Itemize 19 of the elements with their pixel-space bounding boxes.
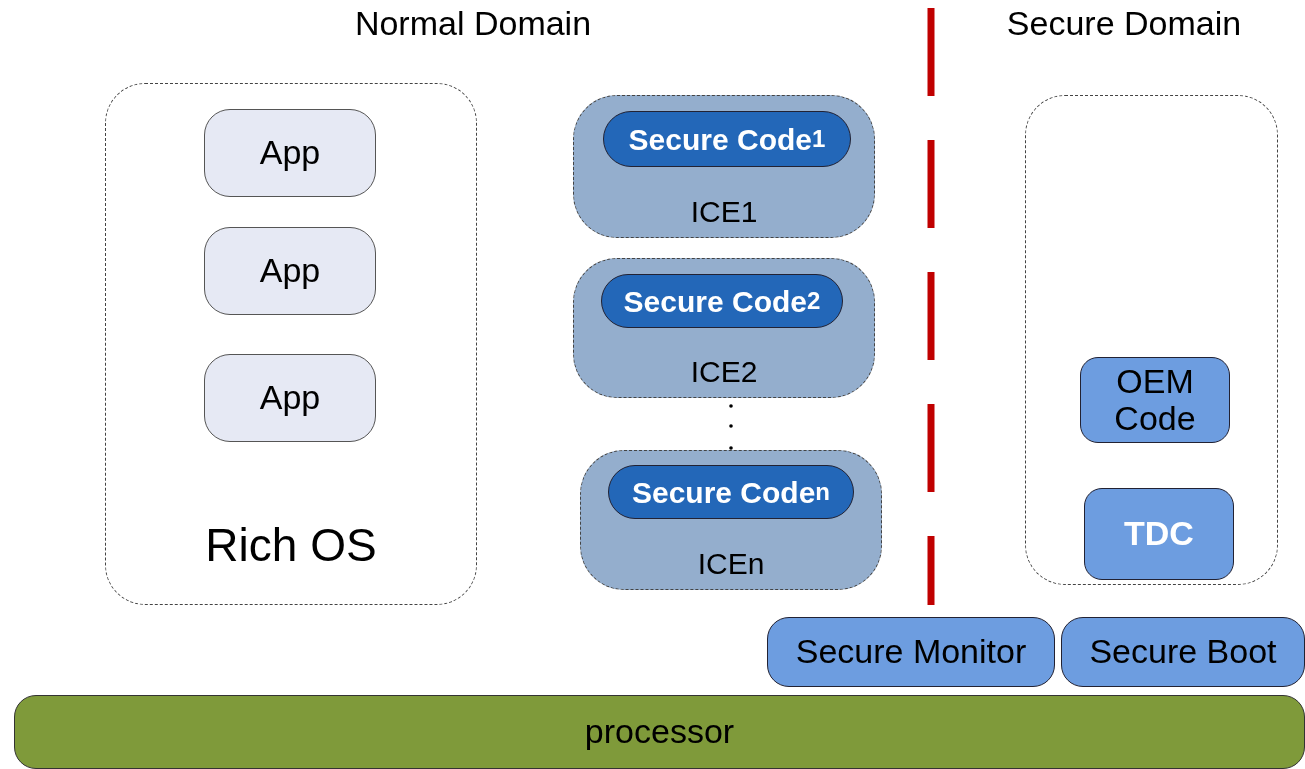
group-title: Rich OS [204,518,378,572]
app-box: App [204,109,376,197]
os-container [105,83,477,605]
code-box: TDC [1084,488,1234,580]
group-title: ICE2 [689,355,759,389]
domain-heading: Normal Domain [354,4,592,43]
app-box: App [204,227,376,315]
processor-bar: processor [14,695,1305,769]
group-title: ICE1 [689,195,759,229]
enclave-box [573,95,875,238]
firmware-box: Secure Monitor [767,617,1055,687]
code-box: OEM Code [1080,357,1230,443]
secure-container [1025,95,1278,585]
firmware-box: Secure Boot [1061,617,1305,687]
domain-heading: Secure Domain [1006,4,1242,43]
enclave-box [580,450,882,590]
app-box: App [204,354,376,442]
enclave-box [573,258,875,398]
group-title: ICEn [696,547,766,581]
